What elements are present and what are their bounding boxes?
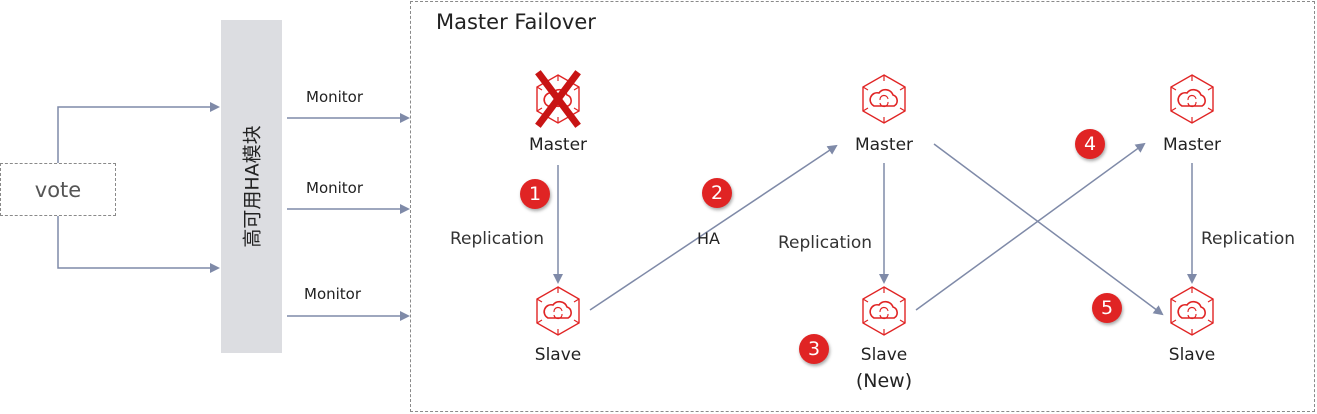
monitor-label: Monitor bbox=[306, 179, 364, 197]
failed-x-icon bbox=[535, 70, 581, 128]
right-master-label: Master bbox=[1162, 135, 1222, 155]
vote-connectors bbox=[57, 102, 220, 273]
replication-label-1: Replication bbox=[450, 229, 545, 249]
ha-edge-label: HA bbox=[697, 229, 720, 248]
edge-new-master bbox=[915, 142, 1146, 311]
failover-title: Master Failover bbox=[436, 10, 596, 34]
mid-slave-new-note: (New) bbox=[855, 370, 913, 392]
failover-frame bbox=[410, 1, 1315, 412]
mid-master-label: Master bbox=[854, 135, 914, 155]
failover-edges bbox=[553, 142, 1197, 316]
step-badge-1: 1 bbox=[520, 179, 550, 209]
mid-slave-label: Slave bbox=[860, 345, 908, 365]
vote-box: vote bbox=[0, 163, 116, 216]
monitor-arrows bbox=[287, 113, 410, 321]
ha-module-label: 高可用HA模块 bbox=[242, 125, 265, 248]
edge-ha bbox=[589, 144, 838, 311]
replication-label-2: Replication bbox=[778, 233, 873, 253]
step-badge-5: 5 bbox=[1092, 293, 1122, 323]
step-badge-4: 4 bbox=[1075, 129, 1105, 159]
replication-label-3: Replication bbox=[1201, 229, 1296, 249]
ha-module-box: 高可用HA模块 bbox=[221, 20, 282, 353]
step-badge-3: 3 bbox=[799, 334, 829, 364]
old-slave-label: Slave bbox=[534, 345, 582, 365]
vote-label: vote bbox=[34, 177, 82, 202]
monitor-label: Monitor bbox=[304, 285, 362, 303]
edge-to-new-slave bbox=[933, 143, 1164, 316]
step-badge-2: 2 bbox=[702, 178, 732, 208]
right-slave-label: Slave bbox=[1168, 345, 1216, 365]
old-master-label: Master bbox=[528, 135, 588, 155]
monitor-label: Monitor bbox=[306, 88, 364, 106]
